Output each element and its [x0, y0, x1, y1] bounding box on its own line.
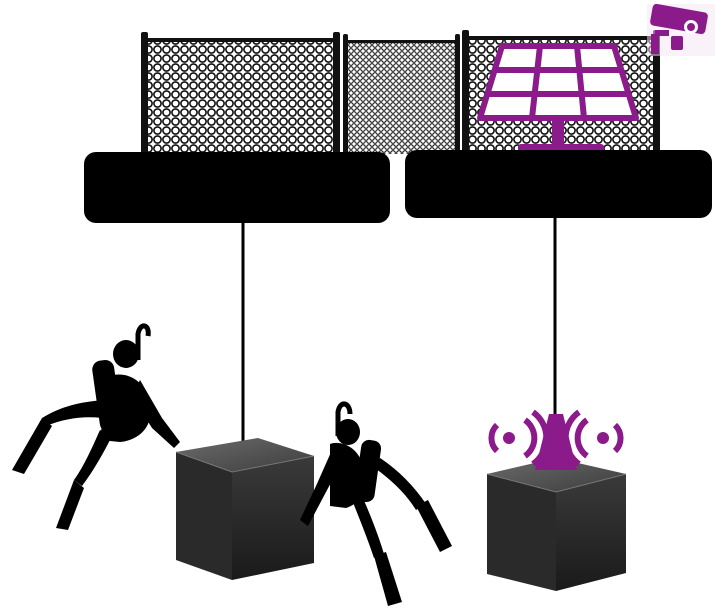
- scuba-diver-icon: [300, 401, 452, 606]
- fence-section-middle: [343, 34, 460, 158]
- beacon-signal-icon: [488, 409, 624, 470]
- platform-right: [405, 150, 712, 218]
- sensor-cube-left: [175, 438, 315, 580]
- platform-left: [84, 152, 390, 223]
- fence-section-left: [141, 32, 340, 156]
- scuba-diver-icon: [12, 323, 180, 530]
- cctv-camera-icon: [647, 3, 715, 56]
- solar-panel-icon: [477, 43, 639, 158]
- sensor-cube-right: [486, 458, 627, 591]
